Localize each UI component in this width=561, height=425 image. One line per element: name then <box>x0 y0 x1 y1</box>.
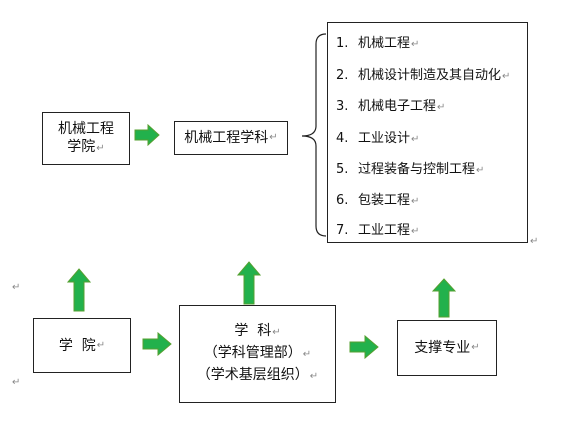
support-major-box: 支撑专业↵ <box>397 320 497 376</box>
arrow-up-icon <box>237 261 261 305</box>
list-item: 7.工业工程↵ <box>336 223 420 238</box>
paragraph-mark: ↵ <box>530 236 539 247</box>
subject-title: 学 科↵ <box>234 323 281 339</box>
majors-list-box: 1.机械工程↵ 2.机械设计制造及其自动化↵ 3.机械电子工程↵ 4.工业设计↵… <box>327 22 528 243</box>
subject-academic-unit: （学术基层组织）↵ <box>196 367 319 383</box>
list-item: 5.过程装备与控制工程↵ <box>336 162 485 177</box>
arrow-right-icon <box>134 124 160 146</box>
paragraph-mark: ↵ <box>12 377 21 388</box>
list-item: 3.机械电子工程↵ <box>336 99 446 114</box>
arrow-right-icon <box>142 332 172 356</box>
list-item: 1.机械工程↵ <box>336 36 420 51</box>
paragraph-mark: ↵ <box>12 282 21 293</box>
list-item: 2.机械设计制造及其自动化↵ <box>336 68 511 83</box>
subject-management: （学科管理部）↵ <box>203 345 312 361</box>
list-item: 6.包装工程↵ <box>336 193 420 208</box>
subject-box: 学 科↵ （学科管理部）↵ （学术基层组织）↵ <box>179 305 336 403</box>
list-item: 4.工业设计↵ <box>336 131 420 146</box>
arrow-right-icon <box>349 335 379 359</box>
brace-icon <box>301 33 327 237</box>
college-box: 学 院↵ <box>33 318 131 373</box>
college-mechanical-box: 机械工程 学院↵ <box>42 112 130 165</box>
college-mechanical-line2: 学院↵ <box>67 138 105 155</box>
discipline-box: 机械工程学科↵ <box>174 121 288 155</box>
arrow-up-icon <box>432 278 456 318</box>
arrow-up-icon <box>67 268 91 312</box>
college-mechanical-line1: 机械工程 <box>58 120 114 137</box>
